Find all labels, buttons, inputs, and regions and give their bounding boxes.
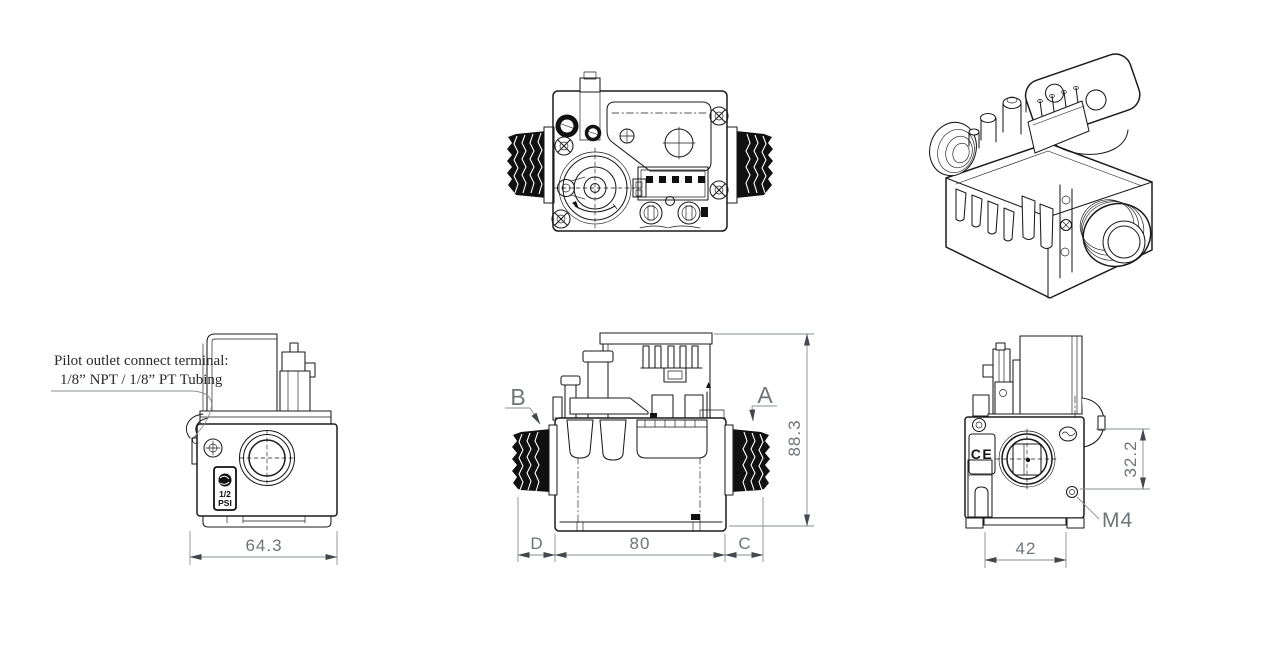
- dim-c-text: C: [738, 534, 751, 553]
- pilot-note-line2: 1/8” NPT / 1/8” PT Tubing: [60, 372, 223, 388]
- thread-port-left-top-view: [507, 126, 555, 204]
- pilot-note: Pilot outlet connect terminal: 1/8” NPT …: [51, 353, 229, 438]
- side-view-left: 1/2 PSI 64.3: [186, 333, 338, 565]
- front-view-towers: [552, 350, 649, 421]
- dimension-42: 42: [984, 532, 1067, 568]
- side-view-right: CE: [964, 335, 1150, 568]
- note-leader-line: [51, 390, 213, 438]
- port-a-text: A: [757, 382, 773, 408]
- iso-outlet-threads: [1079, 199, 1152, 268]
- right-view-towers: [972, 335, 1087, 427]
- inlet-opening: [238, 429, 296, 487]
- ce-mark-text: CE: [971, 446, 993, 462]
- iso-inlet-threads: [929, 121, 977, 177]
- iso-valve-pins: [955, 188, 1054, 250]
- dim-right-offset: 32.2: [1121, 440, 1140, 477]
- brand-emblem-icon: [1058, 426, 1078, 442]
- thread-port-right-top-view: [726, 126, 773, 204]
- dim-front-width: 80: [630, 534, 651, 553]
- dimension-88-3: 88.3: [714, 333, 814, 527]
- dim-front-height: 88.3: [785, 419, 804, 456]
- side-tab: [191, 437, 198, 465]
- port-label-a: A: [749, 382, 777, 422]
- phillips-screw: [709, 180, 729, 200]
- front-view: B A 88.3 D 80 C: [505, 332, 814, 562]
- connector-block-top-view: [637, 166, 709, 201]
- pilot-note-line1: Pilot outlet connect terminal:: [54, 353, 229, 369]
- phillips-screw: [709, 106, 729, 126]
- adjustment-dial: [554, 147, 647, 229]
- phillips-screw: [551, 209, 571, 229]
- dimension-32-2: 32.2: [1080, 428, 1150, 490]
- iso-bracket: [1059, 184, 1073, 279]
- port-label-b: B: [505, 384, 541, 425]
- top-view: [507, 71, 773, 232]
- iso-connector: [1027, 86, 1090, 154]
- pilot-port: [203, 438, 223, 458]
- pilot-bracket: [606, 101, 712, 172]
- ce-mark-box: CE: [968, 433, 996, 475]
- valve-body-top-view: [552, 90, 728, 232]
- thread-port-left-front-view: [512, 424, 558, 496]
- slotted-screw-small: [584, 124, 602, 142]
- phillips-screw: [554, 136, 574, 156]
- m4-screw-hole: [1065, 485, 1079, 499]
- solenoid-tubes: [639, 195, 708, 229]
- right-view-screw: [971, 417, 987, 433]
- pressure-rating-line2: PSI: [218, 498, 232, 508]
- dimension-64-3: 64.3: [189, 531, 338, 565]
- right-view-base: [965, 517, 1085, 529]
- front-view-base: [559, 514, 723, 532]
- front-view-connector: [640, 345, 703, 383]
- pressure-rating-label: 1/2 PSI: [213, 466, 237, 511]
- dim-side-width: 64.3: [245, 536, 282, 555]
- port-b-text: B: [510, 384, 525, 410]
- thread-port-right-front-view: [724, 424, 770, 496]
- dim-d-text: D: [530, 534, 543, 553]
- isometric-view: [929, 53, 1153, 299]
- slotted-screw: [555, 114, 579, 138]
- left-view-base: [202, 515, 332, 528]
- right-view-column: [967, 459, 993, 518]
- m4-text: M4: [1102, 509, 1133, 532]
- dim-right-width: 42: [1016, 539, 1037, 558]
- m4-label: M4: [1076, 496, 1133, 532]
- outlet-opening: [995, 428, 1059, 491]
- left-view-towers: [199, 333, 332, 425]
- pressure-rating-line1: 1/2: [219, 489, 231, 499]
- dimension-bottom-row: D 80 C: [517, 497, 764, 562]
